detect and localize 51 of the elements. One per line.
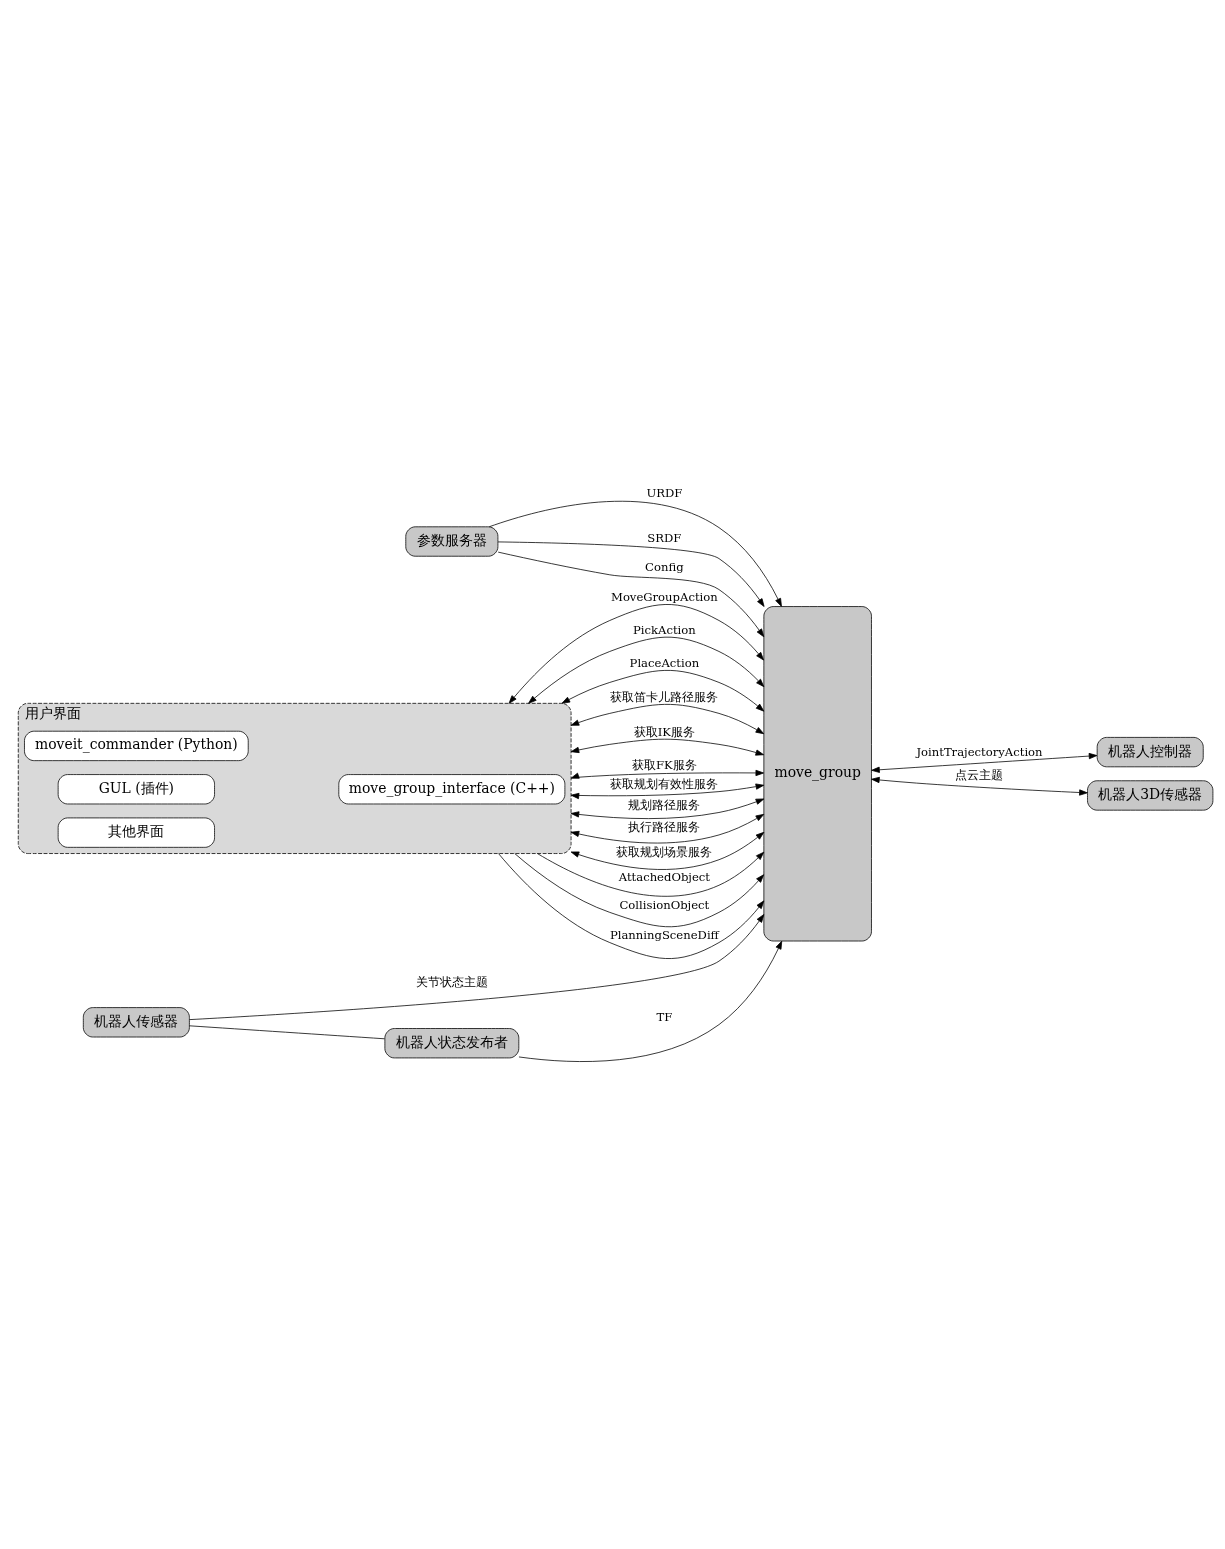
edge-label: 获取规划场景服务 (616, 844, 713, 859)
arrow (570, 798, 765, 819)
arrow (570, 738, 765, 756)
node-box: 其他界面 (57, 817, 215, 848)
node-box: moveit_commander (Python) (24, 730, 249, 761)
node-box: 机器人3D传感器 (1087, 779, 1214, 811)
edge-label: 获取规划有效性服务 (610, 776, 719, 791)
edge-label: JointTrajectoryAction (916, 744, 1043, 759)
arrow (497, 541, 765, 607)
arrow (528, 636, 765, 704)
arrow (570, 769, 765, 779)
arrow (488, 500, 782, 607)
arrow (514, 852, 765, 927)
arrow (497, 551, 765, 637)
arrow (570, 703, 765, 734)
node-box: 参数服务器 (405, 525, 499, 557)
edge-label: 点云主题 (955, 767, 1004, 782)
edge-label: URDF (646, 485, 683, 500)
connector (189, 1024, 386, 1039)
arrow (518, 940, 783, 1062)
edge-label: MoveGroupAction (610, 589, 718, 604)
edge-label: CollisionObject (619, 897, 710, 911)
arrow (871, 752, 1098, 773)
edge-label: Config (645, 559, 684, 574)
edge-label: 关节状态主题 (415, 974, 488, 989)
arrow (871, 776, 1088, 796)
edge-label: SRDF (647, 530, 682, 545)
arrow (570, 783, 765, 799)
edge-label: 获取IK服务 (633, 724, 696, 739)
node-box: 机器人控制器 (1096, 736, 1204, 767)
edge-label: 获取笛卡儿路径服务 (610, 689, 719, 704)
edge-label: 执行路径服务 (628, 819, 701, 834)
arrow (537, 851, 765, 897)
edge-label: 获取FK服务 (632, 757, 697, 772)
node-box: GUL (插件) (57, 773, 215, 804)
node-box: 机器人状态发布者 (384, 1027, 520, 1058)
node-box: move_group_interface (C++) (338, 773, 566, 804)
edge-label: TF (656, 1009, 673, 1024)
arrow (508, 603, 764, 704)
arrow (561, 669, 765, 712)
node-box: move_group (763, 605, 872, 941)
edge-label: PickAction (632, 622, 696, 637)
edge-label: PlaceAction (629, 655, 700, 670)
arrow (498, 852, 765, 959)
edge-label: PlanningSceneDiff (609, 927, 719, 942)
node-box: 机器人传感器 (82, 1006, 190, 1037)
arrow (189, 913, 765, 1020)
edge-label: AttachedObject (618, 869, 711, 884)
arrow (570, 831, 765, 870)
arrow (570, 813, 765, 843)
edge-label: 规划路径服务 (628, 797, 701, 812)
